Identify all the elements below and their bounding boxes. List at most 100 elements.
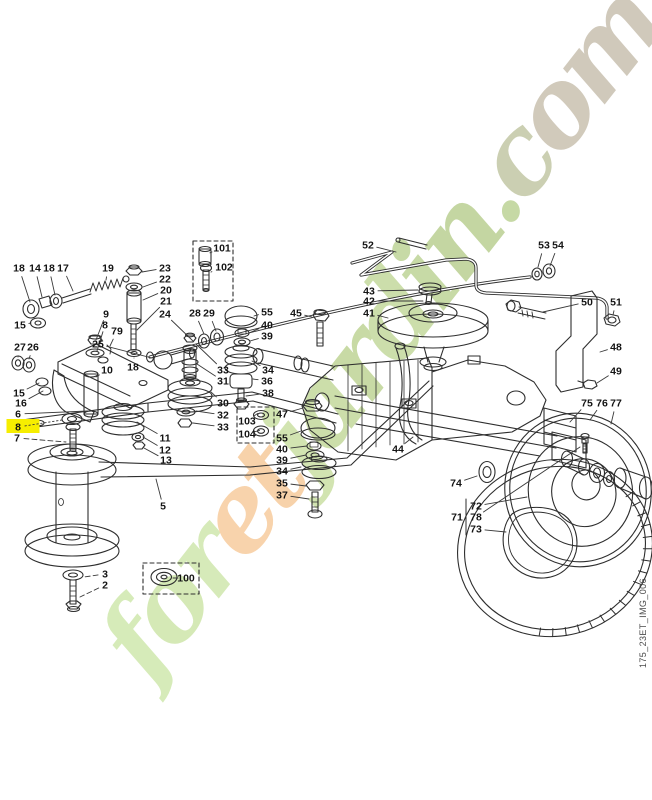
part-label: 38 <box>262 388 274 400</box>
part-label: 9 <box>103 309 109 321</box>
leader-line <box>195 410 215 415</box>
part-label: 50 <box>581 297 593 309</box>
tread-tick <box>632 501 642 507</box>
leader-line <box>50 276 56 296</box>
leader-line <box>290 466 302 470</box>
leader-line <box>248 328 260 334</box>
inset-box-100 <box>142 562 200 595</box>
leader-line <box>209 251 213 254</box>
part-label: 41 <box>363 308 375 320</box>
inset-box-101-102 <box>192 240 234 302</box>
leader-line <box>23 438 67 443</box>
part-label: 25 <box>92 339 104 351</box>
part-label: 18 <box>127 362 139 374</box>
leader-line <box>136 421 158 434</box>
tread-tick <box>588 620 593 629</box>
part-label: 55 <box>276 433 288 445</box>
part-label: 35 <box>276 478 288 490</box>
leader-line <box>36 276 43 298</box>
part-label: 37 <box>276 490 288 502</box>
leader-line <box>28 390 44 400</box>
part-label: 39 <box>261 331 273 343</box>
part-label: 6 <box>15 409 21 421</box>
part-label: 44 <box>392 444 404 456</box>
leader-line <box>195 343 217 365</box>
leader-line <box>142 436 158 446</box>
part-label: 40 <box>261 320 273 332</box>
part-label: 27 <box>14 342 26 354</box>
leader-line <box>612 310 615 316</box>
part-label: 5 <box>160 501 166 513</box>
part-label: 30 <box>217 398 229 410</box>
part-label: 19 <box>102 263 114 275</box>
part-label: 24 <box>159 309 171 321</box>
leader-line <box>83 574 99 578</box>
leader-line <box>105 276 107 281</box>
leader-line <box>484 496 528 505</box>
leader-line <box>376 246 397 253</box>
part-label: 78 <box>470 512 482 524</box>
spindle-assembly <box>24 443 120 613</box>
part-label: 74 <box>450 478 462 490</box>
part-label: 72 <box>470 501 482 513</box>
tread-tick <box>599 614 606 623</box>
linkage-assembly <box>22 237 609 363</box>
leader-line <box>377 289 419 292</box>
leader-line <box>192 422 215 427</box>
leader-line <box>142 293 159 301</box>
part-label: 21 <box>160 296 172 308</box>
wheel-assembly <box>457 412 652 638</box>
part-label: 40 <box>276 444 288 456</box>
part-label: 8 <box>102 320 108 332</box>
inset-box-parts <box>150 245 270 587</box>
leader-line <box>24 410 89 415</box>
part-label: 33 <box>217 422 229 434</box>
part-label: 23 <box>159 263 171 275</box>
part-label: 8 <box>15 422 21 434</box>
leader-line <box>251 360 261 367</box>
part-label: 20 <box>160 285 172 297</box>
part-label: 49 <box>610 366 622 378</box>
leader-line <box>610 411 615 425</box>
part-label: 71 <box>451 512 463 524</box>
tread-tick <box>641 559 652 562</box>
leader-line <box>142 281 157 288</box>
leader-line <box>542 303 579 313</box>
part-label: 33 <box>217 365 229 377</box>
ball-joint <box>153 350 173 370</box>
leader-line <box>290 483 307 487</box>
part-label: 3 <box>102 569 108 581</box>
part-label: 55 <box>261 307 273 319</box>
leader-line <box>290 445 308 449</box>
leader-line <box>249 338 259 342</box>
part-label: 18 <box>43 263 55 275</box>
leader-line <box>155 478 162 500</box>
leader-line <box>66 275 74 292</box>
image-reference-code: 175_23ET_IMG_006 <box>638 578 648 668</box>
dome-cap <box>224 305 258 327</box>
leader-line <box>483 446 581 513</box>
part-label: 102 <box>215 262 233 274</box>
leader-line <box>26 382 40 390</box>
part-label: 51 <box>610 297 622 309</box>
part-label: 101 <box>213 243 231 255</box>
leader-line <box>464 475 478 481</box>
part-label: 7 <box>14 433 20 445</box>
part-label: 31 <box>217 376 229 388</box>
part-label: 10 <box>101 365 113 377</box>
part-label: 79 <box>111 326 123 338</box>
tread-tick <box>633 580 643 586</box>
part-label: 53 <box>538 240 550 252</box>
belt <box>98 380 430 468</box>
part-label: 48 <box>610 342 622 354</box>
tread-tick <box>637 512 647 517</box>
leader-line <box>143 447 159 457</box>
tread-tick <box>564 626 567 636</box>
part-label: 13 <box>160 455 172 467</box>
part-label: 45 <box>290 308 302 320</box>
leader-line <box>106 345 153 359</box>
tread-tick <box>618 599 627 607</box>
inset-box-103-104 <box>236 406 275 444</box>
part-label: 11 <box>159 433 170 445</box>
